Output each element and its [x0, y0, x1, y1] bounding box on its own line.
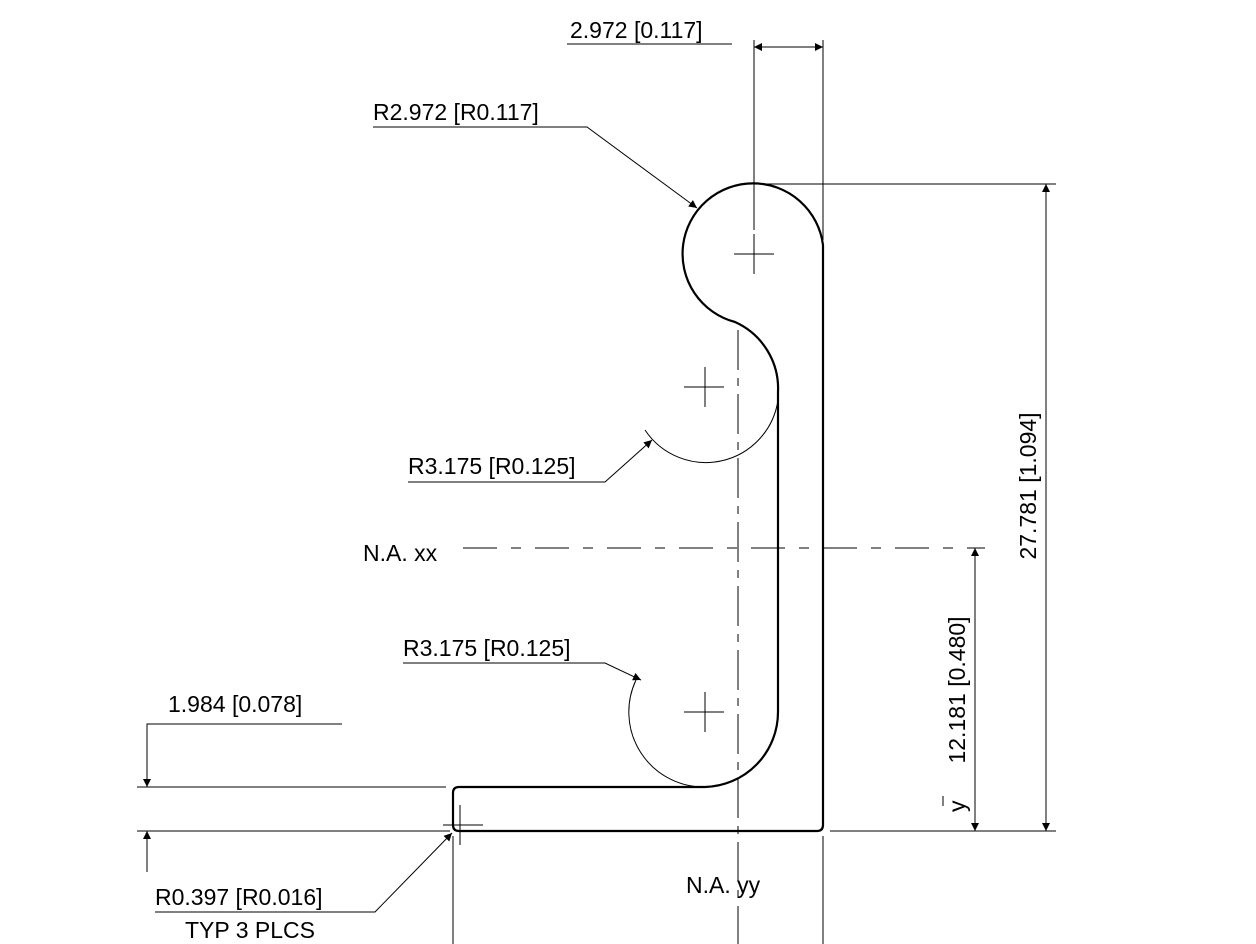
mid-radius-label: R3.175 [R0.125]: [408, 453, 576, 479]
top-width-label: 2.972 [0.117]: [570, 17, 703, 43]
mid-radius-arc: [644, 399, 779, 464]
low-radius-label: R3.175 [R0.125]: [403, 635, 571, 661]
corner-radius-callout: R0.397 [R0.016] TYP 3 PLCS: [155, 832, 453, 943]
top-radius-label: R2.972 [R0.117]: [373, 99, 539, 125]
neutral-axis-xx-label: N.A. xx: [363, 540, 438, 566]
top-radius-callout: R2.972 [R0.117]: [373, 99, 698, 209]
low-radius-callout: R3.175 [R0.125]: [403, 635, 642, 681]
top-width-dimension: 2.972 [0.117]: [567, 17, 824, 240]
center-marks: [443, 234, 774, 845]
lower-radius-arc: [628, 679, 706, 788]
centroid-dimension: 12.181 [0.480] y: [942, 548, 979, 831]
flange-thickness-dimension: 1.984 [0.078]: [137, 691, 450, 872]
centroid-symbol: y: [944, 800, 970, 812]
corner-radius-label: R0.397 [R0.016]: [155, 884, 323, 910]
centroid-label: 12.181 [0.480]: [944, 616, 970, 763]
neutral-axis-yy-label: N.A. yy: [686, 872, 761, 898]
total-height-dimension: 27.781 [1.094]: [756, 183, 1056, 832]
total-height-label: 27.781 [1.094]: [1015, 412, 1041, 559]
corner-radius-note: TYP 3 PLCS: [185, 917, 315, 943]
mid-radius-callout: R3.175 [R0.125]: [408, 439, 653, 483]
profile-outline: [451, 182, 825, 833]
flange-thickness-label: 1.984 [0.078]: [168, 691, 302, 717]
